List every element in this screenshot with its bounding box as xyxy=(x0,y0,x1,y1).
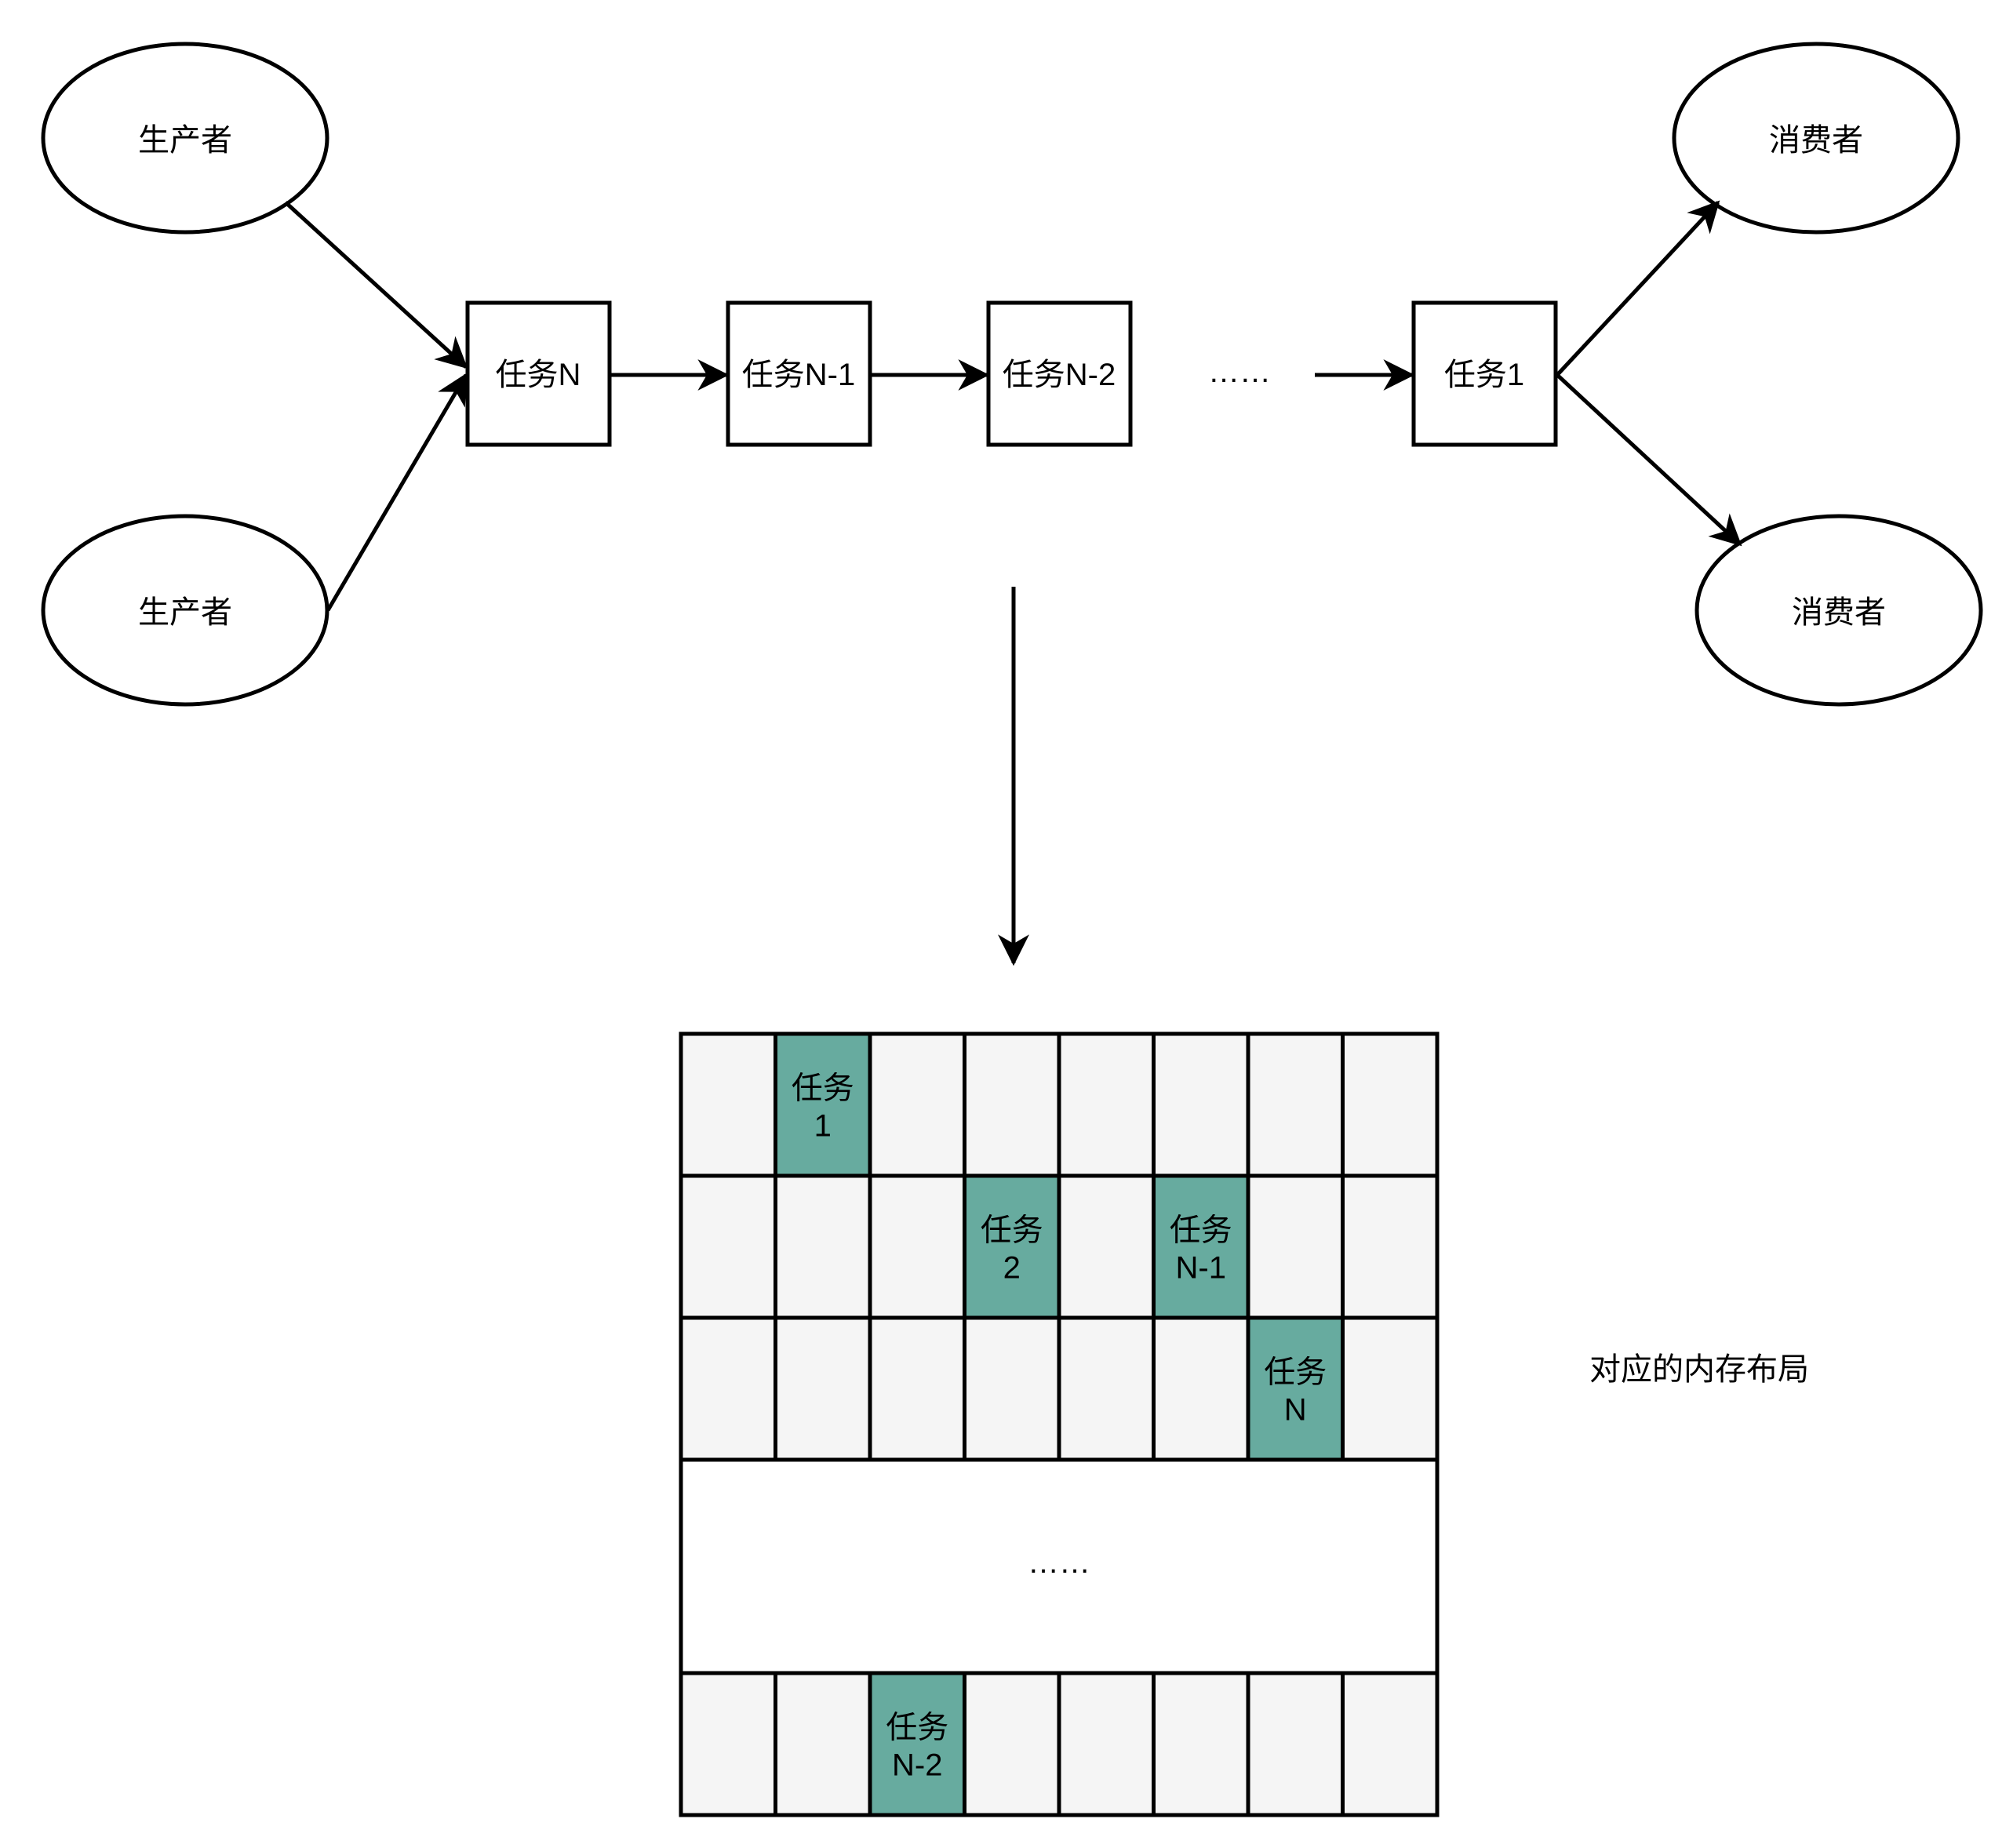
queue-ellipsis: …… xyxy=(1208,355,1271,389)
consumer-label: 消费者 xyxy=(1769,123,1863,158)
memory-task-id: 2 xyxy=(1003,1251,1021,1286)
memory-task-cell xyxy=(1152,1173,1250,1320)
memory-cell xyxy=(1057,1173,1156,1320)
queue-task-label: 任务N-2 xyxy=(1003,358,1116,392)
consumer-label: 消费者 xyxy=(1792,595,1886,630)
memory-cell xyxy=(1341,1173,1440,1320)
memory-cell xyxy=(868,1315,966,1462)
memory-cell xyxy=(963,1031,1061,1178)
memory-task-id: N-2 xyxy=(892,1748,942,1783)
memory-gap-ellipsis: …… xyxy=(1028,1545,1090,1580)
memory-cell xyxy=(679,1173,777,1320)
memory-cell xyxy=(679,1315,777,1462)
memory-task-cell xyxy=(963,1173,1061,1320)
memory-task-label: 任务 xyxy=(1264,1355,1327,1390)
queue-task-label: 任务1 xyxy=(1444,358,1524,392)
memory-task-id: 1 xyxy=(814,1109,832,1144)
memory-cell xyxy=(679,1671,777,1817)
memory-cell xyxy=(1057,1315,1156,1462)
memory-cell xyxy=(868,1173,966,1320)
producer-label: 生产者 xyxy=(138,123,232,158)
memory-cell xyxy=(1246,1671,1345,1817)
producer-to-queue-arrow xyxy=(284,201,468,369)
memory-cell xyxy=(1246,1031,1345,1178)
producer-node: 生产者 xyxy=(41,42,329,235)
memory-cell xyxy=(774,1315,872,1462)
queue-task-label: 任务N xyxy=(496,358,581,392)
queue-task-box: 任务N-2 xyxy=(986,300,1133,447)
memory-cell xyxy=(1341,1031,1440,1178)
producer-to-queue-arrow xyxy=(326,373,468,612)
producer-label: 生产者 xyxy=(138,595,232,630)
producer-node: 生产者 xyxy=(41,514,329,707)
memory-cell xyxy=(1152,1671,1250,1817)
memory-cell xyxy=(1246,1173,1345,1320)
consumer-node: 消费者 xyxy=(1672,42,1960,235)
memory-task-label: 任务 xyxy=(886,1711,948,1745)
consumer-node: 消费者 xyxy=(1694,514,1983,707)
queue-task-box: 任务N xyxy=(465,300,612,447)
memory-cell xyxy=(774,1671,872,1817)
memory-task-id: N-1 xyxy=(1176,1251,1226,1286)
queue-to-consumer-arrow xyxy=(1556,200,1720,377)
memory-cell xyxy=(1057,1031,1156,1178)
memory-layout-caption: 对应的内存布局 xyxy=(1589,1352,1809,1387)
queue-to-consumer-arrow xyxy=(1556,373,1742,547)
memory-task-label: 任务 xyxy=(792,1071,854,1106)
memory-gap-row xyxy=(679,1457,1440,1675)
queue-task-label: 任务N-1 xyxy=(742,358,855,392)
memory-task-id: N xyxy=(1284,1393,1307,1428)
memory-cell xyxy=(963,1315,1061,1462)
memory-cell xyxy=(679,1031,777,1178)
memory-cell xyxy=(774,1173,872,1320)
memory-cell xyxy=(1152,1315,1250,1462)
memory-cell xyxy=(868,1031,966,1178)
queue-task-box: 任务N-1 xyxy=(726,300,872,447)
memory-cell xyxy=(1057,1671,1156,1817)
memory-task-label: 任务 xyxy=(981,1213,1043,1248)
memory-task-label: 任务 xyxy=(1170,1213,1232,1248)
memory-cell xyxy=(1152,1031,1250,1178)
queue-task-box: 任务1 xyxy=(1411,300,1558,447)
memory-task-cell xyxy=(868,1671,966,1817)
memory-cell xyxy=(1341,1315,1440,1462)
memory-cell xyxy=(963,1671,1061,1817)
memory-cell xyxy=(1341,1671,1440,1817)
